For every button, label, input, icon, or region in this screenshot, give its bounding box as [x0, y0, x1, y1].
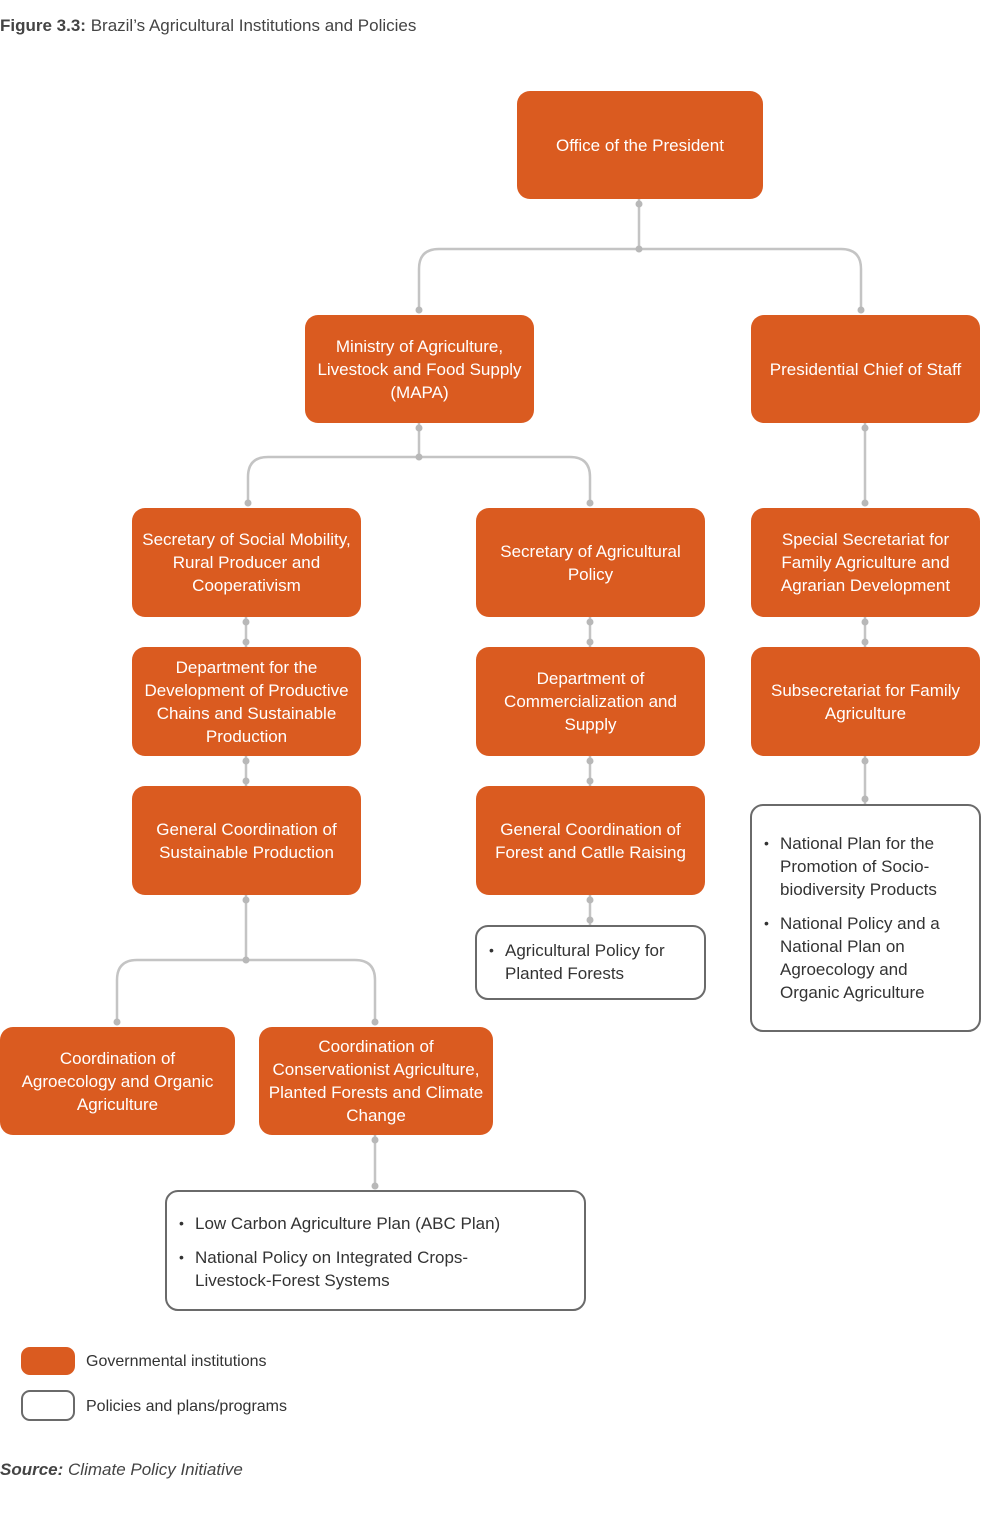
- connector-dot: [586, 777, 594, 785]
- connector-president: [417, 199, 863, 310]
- connector-dot: [861, 424, 869, 432]
- connector-mapa: [246, 423, 592, 503]
- policy-item: National Policy and a National Plan on A…: [762, 912, 965, 1004]
- connector-dot: [635, 245, 643, 253]
- connector-dot: [415, 424, 423, 432]
- connector-dot: [586, 618, 594, 626]
- connector-dot: [586, 638, 594, 646]
- source-text: Climate Policy Initiative: [68, 1460, 243, 1479]
- node-office-of-the-president: Office of the President: [517, 91, 763, 199]
- connector-dot: [861, 757, 869, 765]
- policy-box-planted-forests: Agricultural Policy for Planted Forests: [475, 925, 706, 1000]
- connector-dot: [371, 1182, 379, 1190]
- policy-item: Agricultural Policy for Planted Forests: [487, 939, 690, 985]
- connector-dot: [586, 916, 594, 924]
- node-special-secretariat: Special Secretariat for Family Agricultu…: [751, 508, 980, 617]
- node-mapa: Ministry of Agriculture, Livestock and F…: [305, 315, 534, 423]
- connector-dot: [113, 1018, 121, 1026]
- legend-label-policies: Policies and plans/programs: [86, 1398, 287, 1415]
- node-presidential-chief-of-staff: Presidential Chief of Staff: [751, 315, 980, 423]
- connector-dot: [586, 499, 594, 507]
- figure-title-text: Brazil’s Agricultural Institutions and P…: [90, 16, 417, 35]
- legend-swatch-policies: [21, 1390, 75, 1421]
- node-secretary-social-mobility: Secretary of Social Mobility, Rural Prod…: [132, 508, 361, 617]
- node-gc-sustainable-production: General Coordination of Sustainable Prod…: [132, 786, 361, 895]
- connector-dot: [242, 638, 250, 646]
- connector-dot: [635, 200, 643, 208]
- connector-dot: [242, 956, 250, 964]
- legend-label-institutions: Governmental institutions: [86, 1353, 267, 1370]
- node-coord-conservationist: Coordination of Conservationist Agricult…: [259, 1027, 493, 1135]
- policy-box-abc-plan: Low Carbon Agriculture Plan (ABC Plan) N…: [165, 1190, 586, 1311]
- connector-dot: [861, 638, 869, 646]
- figure-title: Figure 3.3: Brazil’s Agricultural Instit…: [0, 16, 416, 36]
- connector-dot: [371, 1136, 379, 1144]
- source-label: Source:: [0, 1460, 64, 1479]
- source-note: Source: Climate Policy Initiative: [0, 1460, 243, 1480]
- node-dept-productive-chains: Department for the Development of Produc…: [132, 647, 361, 756]
- policy-item: National Policy on Integrated Crops-Live…: [177, 1246, 570, 1292]
- connector-dot: [415, 306, 423, 314]
- node-coord-agroecology: Coordination of Agroecology and Organic …: [0, 1027, 235, 1135]
- connector-dot: [242, 757, 250, 765]
- legend-swatch-institutions: [21, 1347, 75, 1375]
- connector-dot: [861, 795, 869, 803]
- node-secretary-agricultural-policy: Secretary of Agricultural Policy: [476, 508, 705, 617]
- connector-dot: [244, 499, 252, 507]
- connector-dot: [861, 499, 869, 507]
- connector-dot: [242, 777, 250, 785]
- connector-dot: [371, 1018, 379, 1026]
- policy-box-family-agriculture: National Plan for the Promotion of Socio…: [750, 804, 981, 1032]
- node-subsecretariat-family-agriculture: Subsecretariat for Family Agriculture: [751, 647, 980, 756]
- connector-dot: [586, 757, 594, 765]
- figure-label: Figure 3.3:: [0, 16, 86, 35]
- connector-dot: [586, 896, 594, 904]
- node-gc-forest-cattle: General Coordination of Forest and Catll…: [476, 786, 705, 895]
- node-dept-commercialization: Department of Commercialization and Supp…: [476, 647, 705, 756]
- policy-item: Low Carbon Agriculture Plan (ABC Plan): [177, 1212, 570, 1235]
- connector-dot: [857, 306, 865, 314]
- policy-item: National Plan for the Promotion of Socio…: [762, 832, 965, 901]
- connector-dot: [415, 453, 423, 461]
- connector-dot: [242, 896, 250, 904]
- connector-dot: [242, 618, 250, 626]
- connector-dot: [861, 618, 869, 626]
